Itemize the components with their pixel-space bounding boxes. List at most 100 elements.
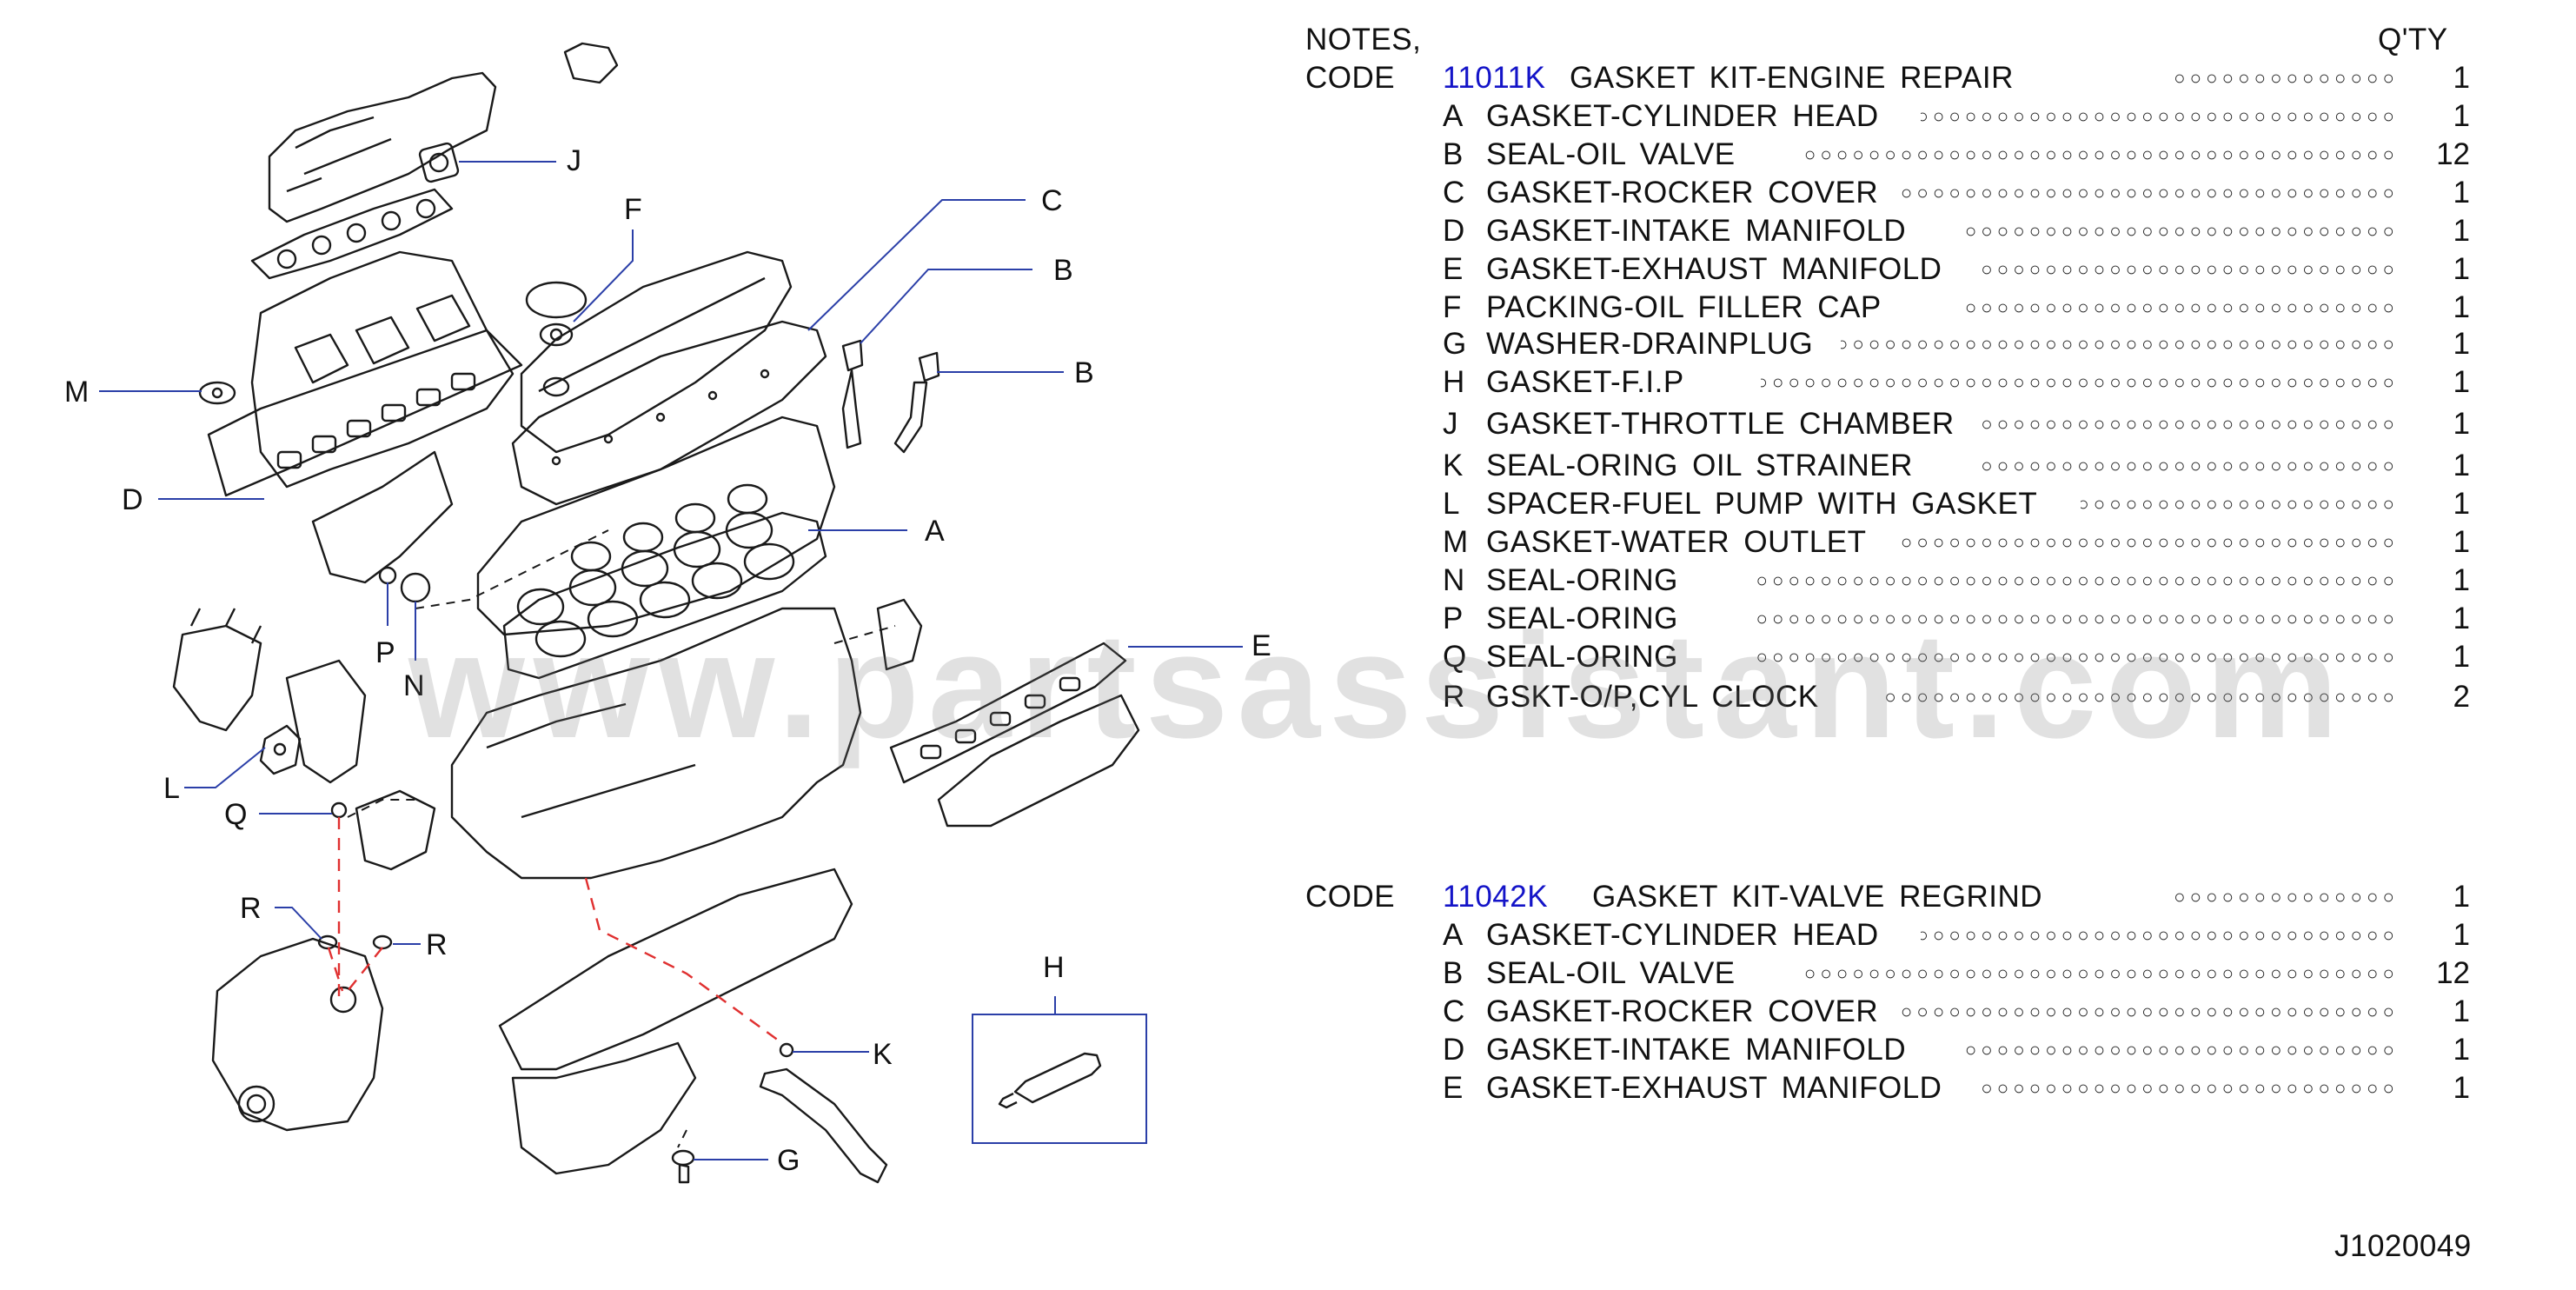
callout-j: J xyxy=(567,144,581,177)
part-name: SEAL-ORING OIL STRAINER xyxy=(1486,449,1913,482)
cylinder-head xyxy=(476,416,836,636)
oil-pan-lower xyxy=(511,1041,697,1175)
parts-diagram xyxy=(99,42,1243,1184)
part-ref: L xyxy=(1443,487,1460,521)
part-ref: B xyxy=(1443,956,1464,990)
figure-id: J1020049 xyxy=(2334,1229,2472,1263)
code-label: CODE xyxy=(1305,880,1396,914)
dot-leader: ○○○○○○○○○○○○○○○○○○○○○○○○○○○○○○○○○○○○○○○○ xyxy=(1881,686,2399,708)
leader-r1 xyxy=(275,907,322,940)
callout-f: F xyxy=(624,193,642,226)
dot-leader: ○○○○○○○○○○○○○○○○○○○○○○○○○○○○○○○○○○○○○○○○ xyxy=(1961,1039,2399,1061)
part-ref: E xyxy=(1443,1071,1464,1105)
fuel-pump-spacer xyxy=(259,724,302,775)
exhaust-manifold-gasket xyxy=(889,642,1127,784)
part-name: GASKET-ROCKER COVER xyxy=(1486,176,1879,209)
part-qty: 2 xyxy=(2453,680,2470,714)
sealant-tube xyxy=(1013,1052,1102,1104)
leader-b1 xyxy=(860,269,1032,344)
part-qty: 1 xyxy=(2453,918,2470,952)
part-qty: 1 xyxy=(2453,602,2470,635)
code-label: CODE xyxy=(1305,61,1396,95)
part-qty: 12 xyxy=(2436,137,2470,171)
callout-m: M xyxy=(64,376,90,409)
part-name: SEAL-ORING xyxy=(1486,602,1678,635)
part-qty: 1 xyxy=(2453,563,2470,597)
part-qty: 1 xyxy=(2453,290,2470,324)
water-outlet-gasket xyxy=(198,381,236,405)
part-name: GASKET-F.I.P xyxy=(1486,365,1684,399)
part-name: PACKING-OIL FILLER CAP xyxy=(1486,290,1882,324)
dot-leader: ○○○○○○○○○○○○○○○○○○○○○○○○○○○○○○○○○○○○○○○○ xyxy=(1961,296,2399,318)
engine-block xyxy=(450,607,862,880)
part-qty: 1 xyxy=(2453,525,2470,559)
callout-r-1: R xyxy=(240,892,262,925)
dot-leader: ○○○○○○○○○○○○○○ xyxy=(2174,886,2399,908)
strainer-oring xyxy=(779,1042,794,1058)
part-qty: 1 xyxy=(2453,994,2470,1028)
callout-e: E xyxy=(1251,629,1271,662)
part-qty: 1 xyxy=(2453,407,2470,441)
leader-l xyxy=(184,747,266,788)
part-qty: 1 xyxy=(2453,487,2470,521)
part-ref: J xyxy=(1443,407,1458,441)
part-ref: A xyxy=(1443,918,1464,952)
part-name: SPACER-FUEL PUMP WITH GASKET xyxy=(1486,487,2038,521)
part-name: GASKET-CYLINDER HEAD xyxy=(1486,99,1879,133)
dot-leader: ○○○○○○○○○○○○○○○○○○○○○○○○○○○○○○○○○○○○○○○○ xyxy=(2081,493,2399,515)
dot-leader: ○○○○○○○○○○○○○○○○○○○○○○○○○○○○○○○○○○○○○○○○ xyxy=(1901,531,2399,553)
oil-filler-cap xyxy=(525,281,588,319)
callout-b-1: B xyxy=(1053,254,1073,287)
rocker-cover xyxy=(520,250,793,454)
part-ref: N xyxy=(1443,563,1465,597)
rocker-cover-gasket xyxy=(511,320,827,506)
crank-seal xyxy=(237,1085,276,1123)
qty-header: Q'TY xyxy=(2378,23,2448,57)
part-name: SEAL-OIL VALVE xyxy=(1486,137,1736,171)
kit-code-link[interactable]: 11042K xyxy=(1443,880,1549,914)
callout-n: N xyxy=(403,669,425,702)
part-ref: R xyxy=(1443,680,1465,714)
part-qty: 1 xyxy=(2453,214,2470,248)
intake-manifold-lower xyxy=(250,250,515,489)
part-name: GASKET-ROCKER COVER xyxy=(1486,994,1879,1028)
callout-a: A xyxy=(925,515,945,548)
oil-strainer xyxy=(759,1067,888,1184)
oring-r1 xyxy=(317,934,338,950)
callout-r-2: R xyxy=(426,928,448,961)
kit-title: GASKET KIT-VALVE REGRIND xyxy=(1592,880,2043,914)
part-qty: 12 xyxy=(2436,956,2470,990)
watermark: www.partsassistant.com xyxy=(408,602,2347,769)
part-qty: 1 xyxy=(2453,99,2470,133)
oring-p xyxy=(378,566,397,585)
dot-leader: ○○○○○○○○○○○○○○○○○○○○○○○○○○○○○○○○○○○○○○○○ xyxy=(1756,646,2399,668)
intake-manifold-gasket xyxy=(207,329,523,497)
part-name: GASKET-THROTTLE CHAMBER xyxy=(1486,407,1955,441)
part-ref: D xyxy=(1443,1033,1465,1067)
dot-leader: ○○○○○○○○○○○○○○○○○○○○○○○○○○○○○○○○○○○○○○○○ xyxy=(1901,182,2399,203)
part-qty: 1 xyxy=(2453,365,2470,399)
oil-filler-packing xyxy=(539,322,574,347)
oring-r2 xyxy=(372,934,393,950)
part-ref: K xyxy=(1443,449,1464,482)
part-name: GASKET-EXHAUST MANIFOLD xyxy=(1486,1071,1942,1105)
callout-d: D xyxy=(122,483,143,516)
dot-leader: ○○○○○○○○○○○○○○ xyxy=(2174,67,2399,89)
part-qty: 1 xyxy=(2453,1033,2470,1067)
intake-gasket-row xyxy=(250,188,454,280)
kit-qty: 1 xyxy=(2453,880,2470,914)
kit-code-link[interactable]: 11011K xyxy=(1443,61,1546,95)
sealant-box xyxy=(972,1014,1147,1144)
dot-leader: ○○○○○○○○○○○○○○○○○○○○○○○○○○○○○○○○○○○○○○○○ xyxy=(1801,143,2399,165)
part-qty: 1 xyxy=(2453,252,2470,286)
dot-leader: ○○○○○○○○○○○○○○○○○○○○○○○○○○○○○○○○○○○○○○○○ xyxy=(1921,924,2399,946)
part-ref: G xyxy=(1443,327,1467,361)
dot-leader: ○○○○○○○○○○○○○○○○○○○○○○○○○○○○○○○○○○○○○○○○ xyxy=(1756,608,2399,629)
drain-washer xyxy=(671,1149,695,1167)
callout-l: L xyxy=(163,772,180,805)
callout-p: P xyxy=(375,636,395,669)
exhaust-manifold xyxy=(937,694,1140,828)
part-qty: 1 xyxy=(2453,1071,2470,1105)
throttle-chamber-gasket xyxy=(418,142,460,183)
dot-leader: ○○○○○○○○○○○○○○○○○○○○○○○○○○○○○○○○○○○○○○○○ xyxy=(1981,413,2399,435)
